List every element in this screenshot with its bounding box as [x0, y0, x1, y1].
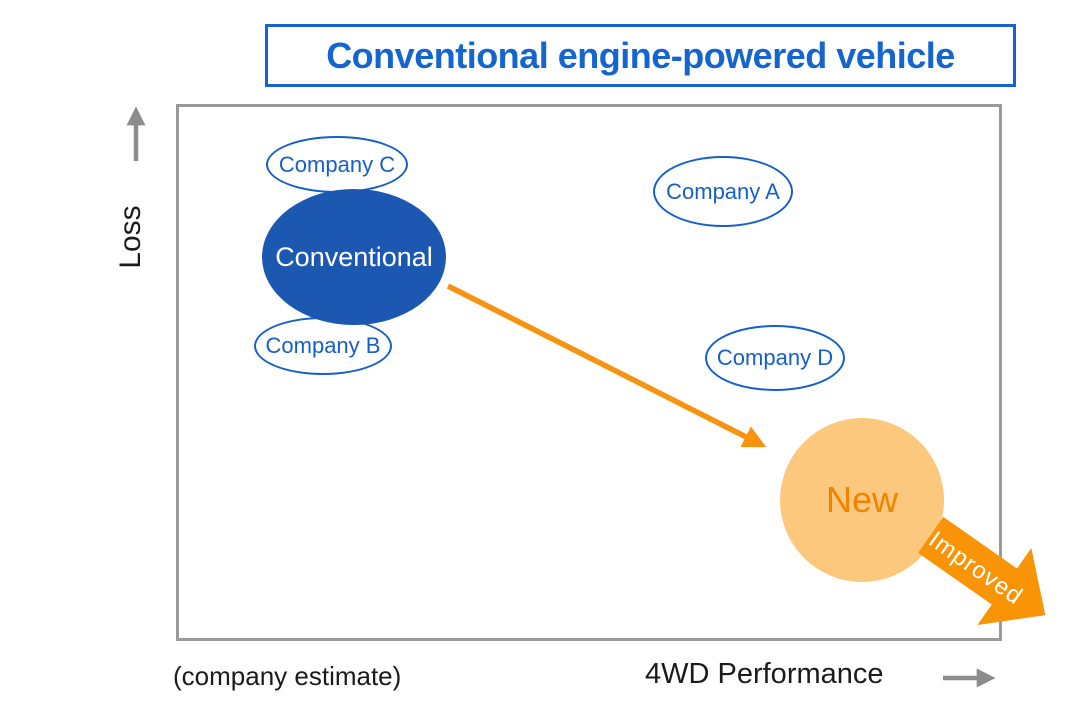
bubble-new-label: New	[825, 479, 899, 520]
y-axis-label: Loss	[114, 205, 147, 269]
bubble-company-d-label: Company D	[716, 345, 834, 370]
bubble-company-c: Company C	[266, 136, 408, 193]
bubble-company-a: Company A	[653, 156, 793, 227]
bubble-company-a-label: Company A	[666, 178, 780, 204]
diagram-title: Conventional engine-powered vehicle	[326, 34, 955, 76]
bubble-conventional-label: Conventional	[275, 241, 433, 272]
bubble-company-b: Company B	[254, 317, 392, 375]
bubble-conventional: Conventional	[262, 189, 446, 325]
footnote: (company estimate)	[173, 661, 402, 691]
bubble-new: New	[780, 418, 944, 582]
diagram-title-box: Conventional engine-powered vehicle	[265, 24, 1016, 87]
bubble-company-c-label: Company C	[278, 151, 396, 177]
bubble-company-d: Company D	[705, 325, 845, 391]
x-axis-label: 4WD Performance	[645, 658, 884, 690]
bubble-company-b-label: Company B	[265, 333, 381, 358]
